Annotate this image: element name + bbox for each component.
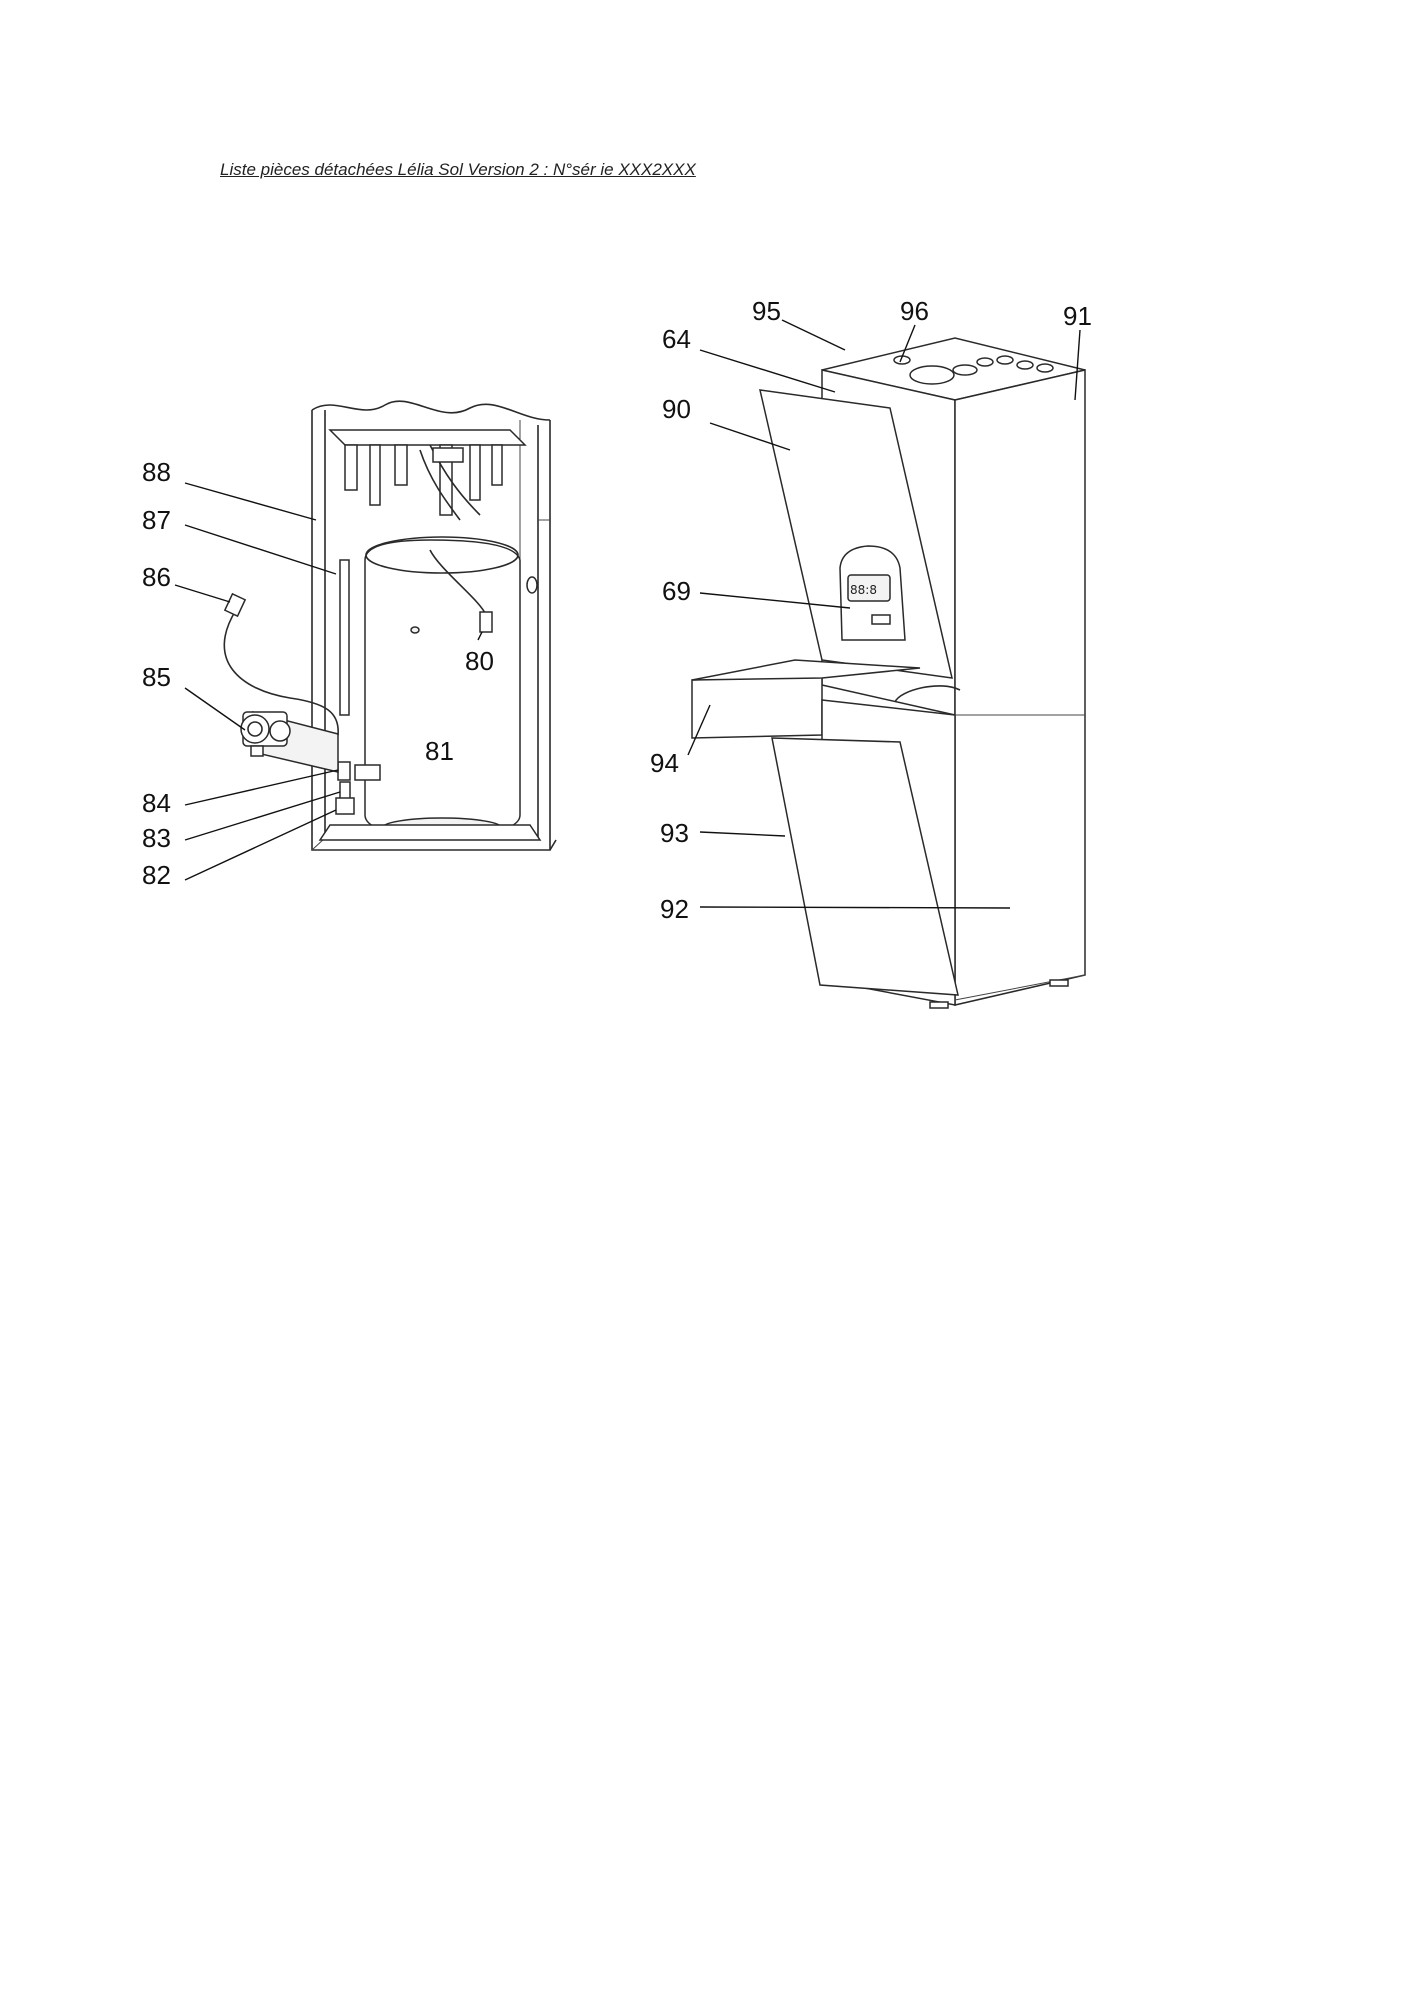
label-88: 88 <box>142 457 171 487</box>
label-83: 83 <box>142 823 171 853</box>
label-93: 93 <box>660 818 689 848</box>
label-84: 84 <box>142 788 171 818</box>
label-80: 80 <box>465 646 494 676</box>
left-unit-drawing <box>223 400 557 851</box>
right-part-labels: 95 96 91 64 90 69 94 93 92 <box>650 296 1092 924</box>
label-86: 86 <box>142 562 171 592</box>
label-96: 96 <box>900 296 929 326</box>
left-part-labels: 88 87 86 85 84 83 82 80 81 <box>142 457 494 890</box>
label-87: 87 <box>142 505 171 535</box>
label-94: 94 <box>650 748 679 778</box>
svg-text:88:8: 88:8 <box>850 583 877 597</box>
label-91: 91 <box>1063 301 1092 331</box>
label-92: 92 <box>660 894 689 924</box>
label-90: 90 <box>662 394 691 424</box>
label-82: 82 <box>142 860 171 890</box>
leader-lines <box>174 319 1081 909</box>
label-64: 64 <box>662 324 691 354</box>
label-69: 69 <box>662 576 691 606</box>
label-81: 81 <box>425 736 454 766</box>
right-unit-drawing: 88:8 <box>691 337 1086 1009</box>
document-title: Liste pièces détachées Lélia Sol Version… <box>220 160 696 179</box>
label-85: 85 <box>142 662 171 692</box>
label-95: 95 <box>752 296 781 326</box>
